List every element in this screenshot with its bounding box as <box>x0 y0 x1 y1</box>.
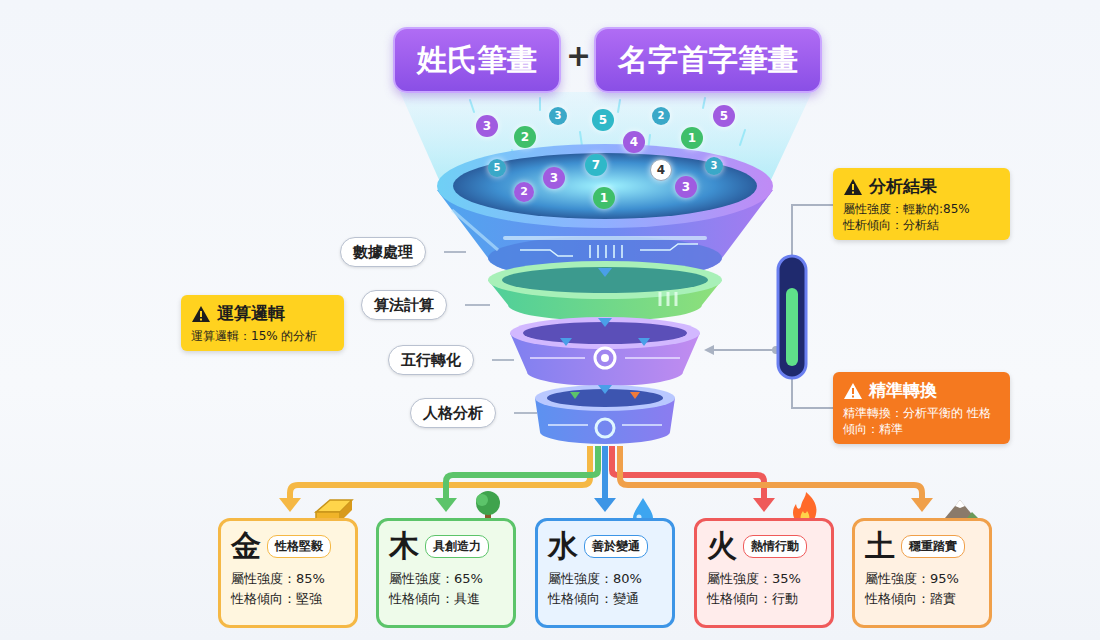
callout-heading: 分析結果 <box>869 175 937 198</box>
trait-tag: 具創造力 <box>425 535 489 558</box>
callout-heading: 運算邏輯 <box>217 302 285 325</box>
number-ball: 3 <box>675 176 697 198</box>
card-line: 屬性強度：65% <box>389 569 503 589</box>
callout-box: 精準轉換精準轉換：分析平衡的 性格傾向：精準 <box>833 372 1010 444</box>
number-ball: 3 <box>549 107 567 125</box>
card-line: 性格傾向：堅強 <box>231 589 345 609</box>
warning-icon <box>191 305 211 323</box>
stage-text: 數據處理 <box>353 243 413 261</box>
element-card: 火熱情行動屬性強度：35%性格傾向：行動 <box>694 518 834 628</box>
callout-body: 精準轉換：分析平衡的 性格傾向：精準 <box>843 405 1000 437</box>
stage-text: 算法計算 <box>374 296 434 314</box>
callout-heading: 精準轉換 <box>869 379 937 402</box>
number-ball: 1 <box>681 127 703 149</box>
stage-label: 人格分析 <box>410 398 496 428</box>
element-card: 土穩重踏實屬性強度：95%性格傾向：踏實 <box>852 518 992 628</box>
card-header-row: 水善於變通 <box>548 529 662 563</box>
card-header-row: 金性格堅毅 <box>231 529 345 563</box>
card-line: 性格傾向：踏實 <box>865 589 979 609</box>
trait-tag: 善於變通 <box>584 535 648 558</box>
stage-label: 數據處理 <box>340 237 426 267</box>
number-ball: 5 <box>488 159 506 177</box>
input-box: 姓氏筆畫 <box>393 27 561 93</box>
number-ball: 3 <box>705 157 723 175</box>
card-line: 性格傾向：具進 <box>389 589 503 609</box>
number-ball: 1 <box>593 187 615 209</box>
card-line: 屬性強度：80% <box>548 569 662 589</box>
number-ball: 3 <box>476 115 498 137</box>
stage-label: 算法計算 <box>361 290 447 320</box>
card-line: 性格傾向：行動 <box>707 589 821 609</box>
trait-tag: 性格堅毅 <box>267 535 331 558</box>
trait-tag: 熱情行動 <box>743 535 807 558</box>
input-label: 姓氏筆畫 <box>417 42 537 77</box>
element-char: 火 <box>707 529 737 563</box>
callout-box: 運算邏輯運算邏輯：15% 的分析 <box>181 295 344 351</box>
element-char: 木 <box>389 529 419 563</box>
number-ball: 3 <box>543 167 565 189</box>
card-header-row: 木具創造力 <box>389 529 503 563</box>
callout-body: 性析傾向：分析結 <box>843 217 1000 233</box>
element-char: 水 <box>548 529 578 563</box>
number-ball: 4 <box>650 159 672 181</box>
input-label: 名字首字筆畫 <box>618 42 798 77</box>
plus-sign: + <box>566 38 591 73</box>
element-card: 水善於變通屬性強度：80%性格傾向：變通 <box>535 518 675 628</box>
card-header-row: 土穩重踏實 <box>865 529 979 563</box>
number-ball: 7 <box>585 154 607 176</box>
callout-heading-row: 運算邏輯 <box>191 302 334 325</box>
stage-text: 人格分析 <box>423 404 483 422</box>
callout-heading-row: 分析結果 <box>843 175 1000 198</box>
element-card: 木具創造力屬性強度：65%性格傾向：具進 <box>376 518 516 628</box>
warning-icon <box>843 382 863 400</box>
element-char: 土 <box>865 529 895 563</box>
card-line: 屬性強度：95% <box>865 569 979 589</box>
card-header-row: 火熱情行動 <box>707 529 821 563</box>
warning-icon <box>843 178 863 196</box>
callout-body: 運算邏輯：15% 的分析 <box>191 328 334 344</box>
number-ball: 2 <box>514 182 534 202</box>
callout-heading-row: 精準轉換 <box>843 379 1000 402</box>
input-box: 名字首字筆畫 <box>594 27 822 93</box>
callout-body: 屬性強度：輕歉的:85% <box>843 201 1000 217</box>
stage-text: 五行轉化 <box>401 351 461 369</box>
number-ball: 5 <box>713 105 735 127</box>
card-line: 屬性強度：85% <box>231 569 345 589</box>
number-ball: 4 <box>623 131 645 153</box>
number-ball: 2 <box>652 107 670 125</box>
card-line: 屬性強度：35% <box>707 569 821 589</box>
number-ball: 5 <box>592 109 614 131</box>
number-ball: 2 <box>514 126 536 148</box>
callout-box: 分析結果屬性強度：輕歉的:85%性析傾向：分析結 <box>833 168 1010 240</box>
element-char: 金 <box>231 529 261 563</box>
card-line: 性格傾向：變通 <box>548 589 662 609</box>
element-card: 金性格堅毅屬性強度：85%性格傾向：堅強 <box>218 518 358 628</box>
trait-tag: 穩重踏實 <box>901 535 965 558</box>
stage-label: 五行轉化 <box>388 345 474 375</box>
